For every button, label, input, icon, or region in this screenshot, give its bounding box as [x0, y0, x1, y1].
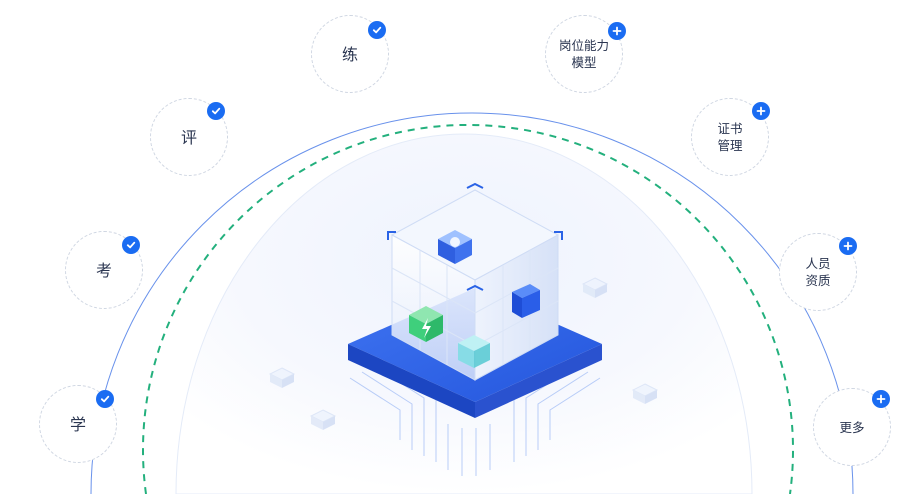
outer-arc [90, 112, 854, 494]
check-icon [96, 390, 114, 408]
floating-cube-left-low [309, 409, 337, 430]
plus-icon [872, 390, 890, 408]
node-more-label: 更多 [839, 419, 865, 435]
node-more[interactable]: 更多 [813, 388, 891, 466]
cyan-cube [458, 335, 490, 368]
green-cube [409, 306, 443, 342]
plus-icon [839, 237, 857, 255]
check-icon [122, 236, 140, 254]
check-icon [207, 102, 225, 120]
node-learn[interactable]: 学 [39, 385, 117, 463]
node-capability-model-label: 岗位能力 模型 [558, 38, 609, 70]
node-learn-label: 学 [69, 414, 86, 434]
blue-block [512, 284, 540, 318]
node-certificate-label: 证书 管理 [717, 121, 743, 153]
floating-cube-left [268, 367, 296, 388]
node-exam-label: 考 [95, 260, 112, 280]
dashed-ring [142, 123, 794, 494]
node-practice[interactable]: 练 [311, 15, 389, 93]
floating-cube-right-low [631, 383, 659, 404]
plus-icon [608, 22, 626, 40]
top-cube [438, 230, 472, 264]
node-practice-label: 练 [341, 44, 358, 64]
node-personnel-label: 人员 资质 [805, 256, 831, 288]
node-certificate[interactable]: 证书 管理 [691, 98, 770, 176]
node-exam[interactable]: 考 [65, 231, 143, 309]
node-personnel[interactable]: 人员 资质 [779, 233, 857, 311]
check-icon [368, 21, 386, 39]
floating-cube-right [581, 277, 609, 298]
plus-icon [752, 102, 770, 120]
node-evaluate[interactable]: 评 [150, 98, 228, 176]
node-evaluate-label: 评 [180, 127, 197, 147]
node-capability-model[interactable]: 岗位能力 模型 [545, 15, 626, 93]
